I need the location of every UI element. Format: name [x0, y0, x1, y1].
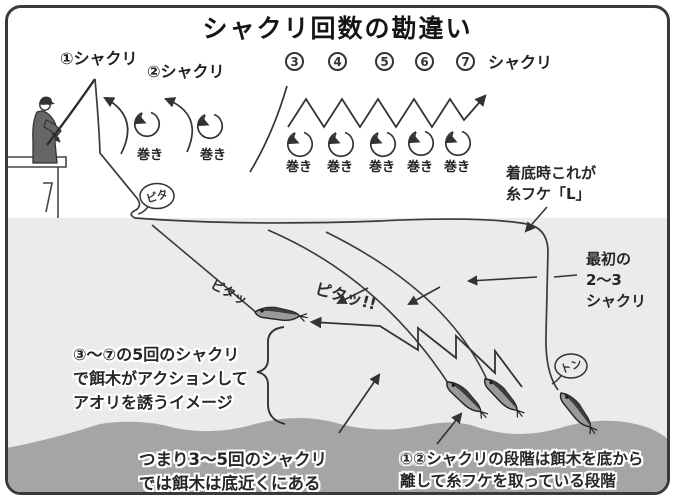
pier	[8, 156, 67, 218]
note-action-line3: アオリを誘うイメージ	[73, 393, 233, 412]
speech-bubble-pita: ピタ	[137, 182, 175, 215]
diagram-art: ピタ トン	[8, 78, 667, 492]
fishing-line	[94, 78, 559, 391]
note-first-jerks: 最初の 2〜3 シャクリ	[586, 248, 646, 311]
note-touchdown: 着底時これが 糸フケ「L」	[506, 162, 596, 204]
note-bottom-right-line2: 離して糸フケを取っている段階	[400, 472, 616, 490]
note-bottom-right: ①②シャクリの段階は餌木を底から 離して糸フケを取っている段階	[400, 447, 643, 491]
zigzag-egi-action	[309, 316, 523, 388]
reel-icon-1	[135, 113, 159, 137]
zigzag-top	[287, 94, 487, 129]
fishing-rod	[46, 78, 96, 146]
arrow-first-jerks-1	[466, 275, 538, 286]
dash-first-jerks-label	[553, 274, 578, 278]
reel-label-4: 巻き	[327, 160, 354, 175]
note-action-line1: ③〜⑦の5回のシャクリ	[73, 345, 240, 364]
label-jerk-3to7: シャクリ	[488, 53, 553, 72]
label-jerk-2: ②シャクリ	[147, 62, 225, 81]
note-action: ③〜⑦の5回のシャクリ で餌木がアクションして アオリを誘うイメージ	[73, 341, 248, 413]
jerk-arrow-1	[103, 96, 129, 155]
reel-icon-4	[329, 133, 353, 157]
note-first-jerks-line3: シャクリ	[586, 292, 647, 310]
arrow-note-to-egi	[436, 412, 463, 445]
note-first-jerks-line2: 2〜3	[586, 271, 622, 289]
jerk-arc-3	[249, 85, 288, 173]
seafloor	[8, 418, 667, 492]
reel-label-3: 巻き	[286, 160, 313, 175]
line-position-mid-1	[267, 229, 451, 387]
note-bottom-left: つまり3〜5回のシャクリ では餌木は底近くにある	[139, 446, 327, 493]
fisherman	[32, 96, 62, 164]
note-touchdown-line2: 糸フケ「L」	[506, 185, 591, 203]
circled-number-7: 7	[456, 52, 475, 71]
arrow-first-jerks-2	[407, 286, 441, 306]
reel-label-2: 巻き	[200, 148, 227, 163]
note-bottom-left-line1: つまり3〜5回のシャクリ	[139, 450, 327, 469]
reel-icon-3	[288, 133, 312, 157]
svg-text:トン: トン	[559, 357, 584, 376]
reel-icon-7	[446, 132, 470, 156]
jerk-arrow-2	[163, 97, 194, 153]
circled-number-5: 5	[375, 52, 394, 71]
arrow-first-jerks-3	[336, 287, 369, 304]
reel-label-7: 巻き	[444, 160, 471, 175]
reel-icon-2	[198, 115, 222, 139]
circled-number-4: 4	[328, 52, 347, 71]
svg-text:ピタ: ピタ	[145, 187, 170, 205]
reel-label-5: 巻き	[369, 160, 396, 175]
arrow-note-to-zigzag	[338, 373, 381, 434]
reel-icon-5	[371, 133, 395, 157]
circled-number-3: 3	[285, 52, 304, 71]
reel-label-1: 巻き	[137, 148, 164, 163]
line-position-mid-2	[325, 231, 489, 383]
note-bottom-left-line2: では餌木は底近くにある	[139, 474, 321, 493]
note-action-line2: で餌木がアクションして	[73, 369, 248, 388]
reel-label-6: 巻き	[407, 160, 434, 175]
circled-number-6: 6	[415, 52, 434, 71]
note-bottom-right-line1: ①②シャクリの段階は餌木を底から	[400, 450, 644, 468]
arrow-touchdown-pointer	[524, 206, 548, 233]
line-position-final	[151, 224, 259, 315]
reel-icon-6	[409, 132, 433, 156]
note-first-jerks-line1: 最初の	[586, 250, 632, 268]
page-title: シャクリ回数の勘違い	[202, 14, 473, 43]
diagram-frame: ピタ トン シャクリ回数の勘違い ①シャクリ ②シャクリ 3 4 5 6 7 シ…	[5, 5, 670, 495]
note-touchdown-line1: 着底時これが	[506, 164, 597, 182]
speech-bubble-ton: トン	[551, 353, 588, 385]
label-jerk-1: ①シャクリ	[60, 49, 138, 68]
brace-action-note	[256, 326, 286, 425]
